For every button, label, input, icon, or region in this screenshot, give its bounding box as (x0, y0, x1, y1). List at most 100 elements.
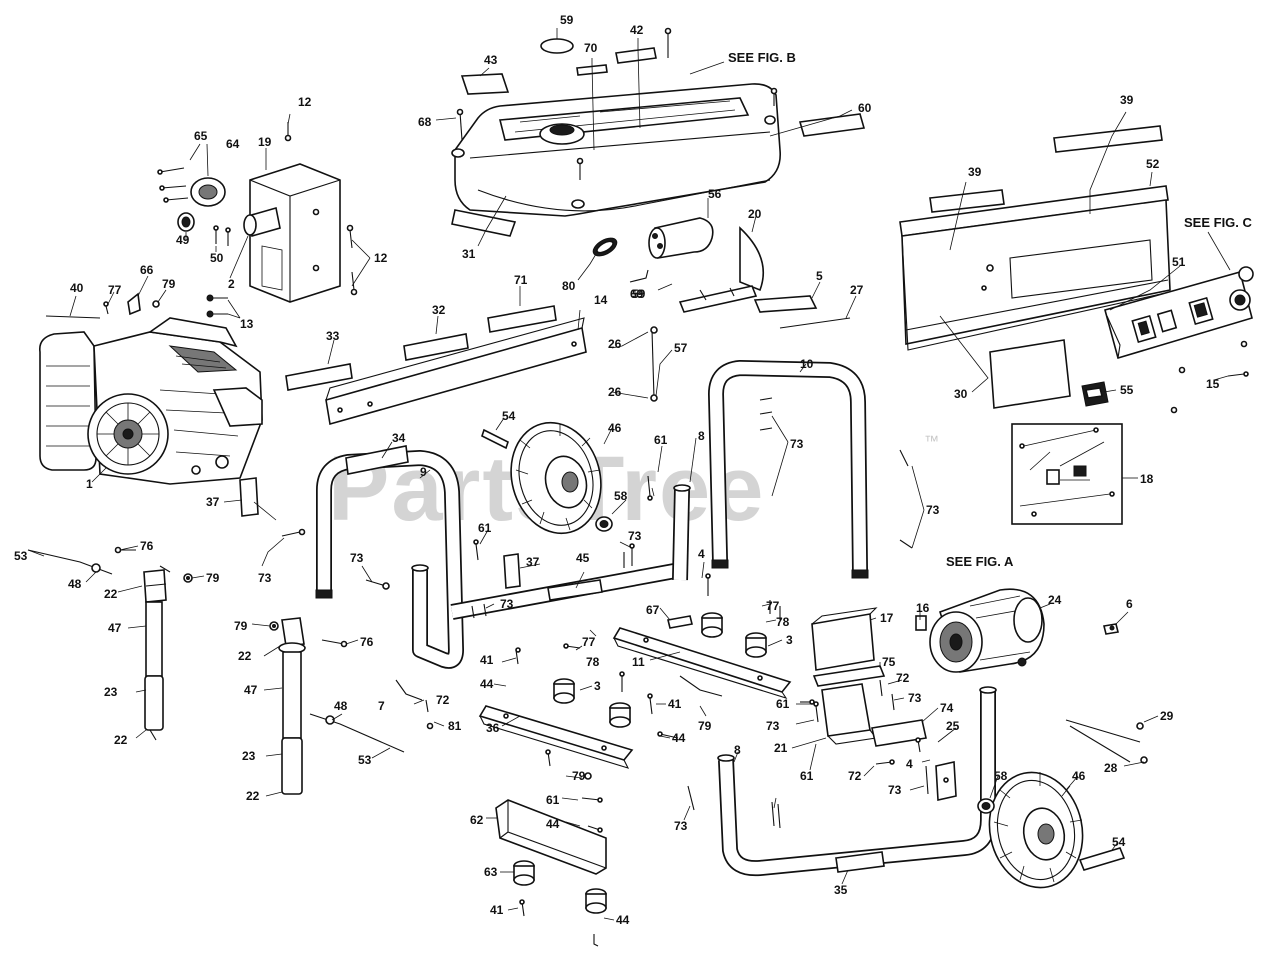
handle-left[interactable] (143, 565, 171, 741)
callout-label: 62 (470, 813, 484, 827)
callout-label: 39 (1120, 93, 1134, 107)
callout-label: 61 (546, 793, 560, 807)
callout-label: 64 (226, 137, 240, 151)
mount-bracket-11[interactable] (612, 627, 792, 699)
callout-label: 8 (734, 743, 741, 757)
callout-label: 4 (698, 547, 705, 561)
callout-label: 73 (628, 529, 642, 543)
callout-label: 24 (1048, 593, 1062, 607)
callout-label: 79 (206, 571, 220, 585)
callout-label: 14 (594, 293, 608, 307)
callout-label: 79 (234, 619, 248, 633)
callout-label: 9 (420, 465, 427, 479)
callout-label: 73 (258, 571, 272, 585)
bolt-tank-right2 (770, 87, 778, 106)
frame-10[interactable] (708, 360, 869, 579)
isolator-3-b (745, 632, 767, 658)
callout-label: 73 (350, 551, 364, 565)
callout-label: 72 (848, 769, 862, 783)
mount-bracket-36[interactable] (478, 705, 634, 769)
muffler-19[interactable] (249, 163, 341, 303)
isolator-3-c (553, 678, 575, 704)
outlet-panel-51[interactable] (1104, 266, 1254, 360)
callout-label: 21 (774, 741, 788, 755)
hardware-76-left (114, 546, 136, 554)
axle-54-left (481, 428, 509, 450)
fig-ref-c: SEE FIG. C (1184, 215, 1253, 230)
cable-53-right (309, 713, 405, 753)
callout-label: 39 (968, 165, 982, 179)
rod-29-28 (1065, 719, 1148, 764)
hardware-76-mid (321, 639, 348, 648)
isolator-3-a (701, 612, 723, 638)
wire-27 (779, 317, 851, 329)
engine-1[interactable] (38, 317, 263, 485)
fig-ref-a: SEE FIG. A (946, 554, 1014, 569)
bolt-tank-right (664, 27, 672, 58)
callout-label: 60 (858, 101, 872, 115)
decal-31 (451, 209, 517, 237)
wheel-46-bottom[interactable] (979, 764, 1093, 897)
crossbar-14[interactable] (325, 317, 587, 426)
battery-box-17[interactable] (811, 607, 878, 671)
callout-label: 67 (646, 603, 660, 617)
engine-cable-40 (45, 315, 101, 319)
callout-label: 73 (790, 437, 804, 451)
bolts-65 (157, 167, 189, 203)
bolts-13 (206, 294, 228, 318)
switch-55[interactable] (1081, 381, 1109, 407)
callout-label: 44 (672, 731, 686, 745)
callout-label: 17 (880, 611, 894, 625)
hardware-73-handle (281, 528, 306, 537)
callout-labels: 1 2 3 3 4 4 5 6 7 8 8 9 10 11 12 12 13 1… (14, 13, 1220, 927)
callout-label: 36 (486, 721, 500, 735)
callout-label: 45 (576, 551, 590, 565)
callout-label: 10 (800, 357, 814, 371)
callout-label: 47 (244, 683, 258, 697)
callout-label: 51 (1172, 255, 1186, 269)
bolt-tank-mid (576, 157, 584, 180)
mount-21[interactable] (821, 683, 877, 745)
callout-label: 35 (834, 883, 848, 897)
callout-label: 43 (484, 53, 498, 67)
decal-5 (753, 295, 818, 313)
alternator-24[interactable] (929, 588, 1045, 673)
wheel-46-top[interactable] (499, 413, 613, 544)
bolts-50 (213, 225, 231, 246)
callout-label: 73 (926, 503, 940, 517)
callout-label: 54 (1112, 835, 1126, 849)
hardware-79-mid (269, 621, 279, 631)
callout-label: 34 (392, 431, 406, 445)
cable-53-left (27, 549, 113, 575)
callout-label: 66 (140, 263, 154, 277)
callout-label: 79 (162, 277, 176, 291)
decal-35 (835, 851, 885, 873)
hardware-73-midleft (365, 579, 390, 590)
callout-label: 41 (480, 653, 494, 667)
callout-label: 22 (104, 587, 118, 601)
callout-label: 72 (436, 693, 450, 707)
callout-label: 37 (526, 555, 540, 569)
callout-label: 73 (674, 819, 688, 833)
callout-label: 28 (1104, 761, 1118, 775)
callout-label: 77 (582, 635, 596, 649)
wiring-harness-18[interactable] (1011, 423, 1123, 525)
callout-label: 54 (502, 409, 516, 423)
callout-label: 31 (462, 247, 476, 261)
callout-label: 26 (608, 337, 622, 351)
callout-label: 68 (418, 115, 432, 129)
mount-bracket-62[interactable] (495, 799, 607, 875)
fuel-valve-56[interactable] (648, 217, 714, 259)
callout-label: 79 (698, 719, 712, 733)
fuel-tank[interactable] (451, 83, 782, 217)
screw-12-top (284, 122, 292, 142)
callout-label: 55 (1120, 383, 1134, 397)
bracket-66 (127, 292, 141, 316)
callout-label: 40 (70, 281, 84, 295)
handle-right[interactable] (278, 617, 306, 795)
control-panel-52[interactable] (899, 185, 1171, 351)
callout-label: 25 (946, 719, 960, 733)
washer-58-top (595, 516, 613, 532)
callout-label: 61 (800, 769, 814, 783)
callout-label: 41 (668, 697, 682, 711)
